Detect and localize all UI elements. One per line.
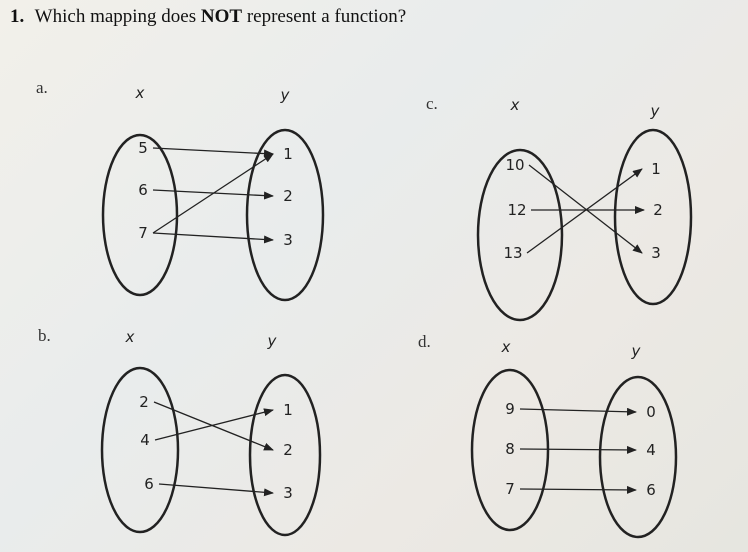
domain-label: x — [501, 338, 511, 356]
part-c-label: c. — [426, 94, 438, 113]
domain-label: x — [125, 328, 135, 346]
domain-value: 9 — [505, 400, 515, 418]
domain-value: 5 — [138, 139, 148, 157]
range-label: y — [280, 86, 291, 104]
range-value: 2 — [283, 187, 293, 205]
mapping-d: x y 9 8 7 0 4 6 — [470, 338, 678, 539]
range-value: 0 — [646, 403, 656, 421]
range-value: 2 — [653, 201, 663, 219]
domain-oval — [470, 368, 550, 532]
range-value: 1 — [283, 401, 293, 419]
mapping-arrow — [158, 483, 274, 497]
domain-value: 12 — [507, 201, 526, 219]
range-value: 6 — [646, 481, 656, 499]
range-oval — [248, 373, 322, 537]
range-value: 2 — [283, 441, 293, 459]
question-text: 1. Which mapping does NOT represent a fu… — [10, 6, 406, 28]
domain-oval — [100, 366, 180, 534]
range-value: 1 — [651, 160, 661, 178]
domain-value: 4 — [140, 431, 150, 449]
domain-value: 8 — [505, 440, 515, 458]
domain-value: 6 — [138, 181, 148, 199]
domain-label: x — [510, 96, 520, 114]
mapping-arrow — [152, 147, 274, 158]
mapping-arrow — [519, 485, 637, 494]
mapping-arrow — [519, 407, 637, 416]
part-a-label: a. — [36, 78, 48, 97]
range-value: 4 — [646, 441, 656, 459]
domain-oval — [476, 148, 564, 322]
domain-value: 13 — [503, 244, 522, 262]
part-b-label: b. — [38, 326, 51, 345]
mapping-arrow — [152, 153, 274, 234]
question-text-before: Which mapping does — [34, 6, 197, 27]
mapping-arrow — [519, 445, 637, 454]
mapping-arrow — [154, 408, 274, 441]
part-d-label: d. — [418, 332, 431, 351]
question-text-after: represent a function? — [246, 6, 407, 27]
domain-value: 7 — [138, 224, 148, 242]
mapping-b: x y 2 4 6 1 2 3 — [100, 328, 322, 537]
mapping-arrow — [528, 164, 643, 254]
mapping-arrow — [152, 232, 274, 244]
question-number: 1. — [10, 6, 25, 27]
domain-label: x — [135, 84, 145, 102]
range-value: 3 — [283, 231, 293, 249]
domain-value: 6 — [144, 475, 154, 493]
range-label: y — [650, 102, 661, 120]
range-value: 1 — [283, 145, 293, 163]
mapping-a: x y 5 6 7 1 2 3 — [101, 84, 325, 302]
range-oval — [613, 128, 693, 306]
range-label: y — [267, 332, 278, 350]
range-value: 3 — [651, 244, 661, 262]
domain-value: 7 — [505, 480, 515, 498]
range-oval — [598, 375, 678, 539]
domain-oval — [101, 133, 179, 297]
range-oval — [245, 128, 325, 302]
range-value: 3 — [283, 484, 293, 502]
mapping-arrow — [526, 168, 643, 254]
question-emphasis: NOT — [200, 6, 243, 27]
range-label: y — [631, 342, 642, 360]
domain-value: 2 — [139, 393, 149, 411]
domain-value: 10 — [505, 156, 524, 174]
mapping-arrow — [153, 401, 274, 451]
